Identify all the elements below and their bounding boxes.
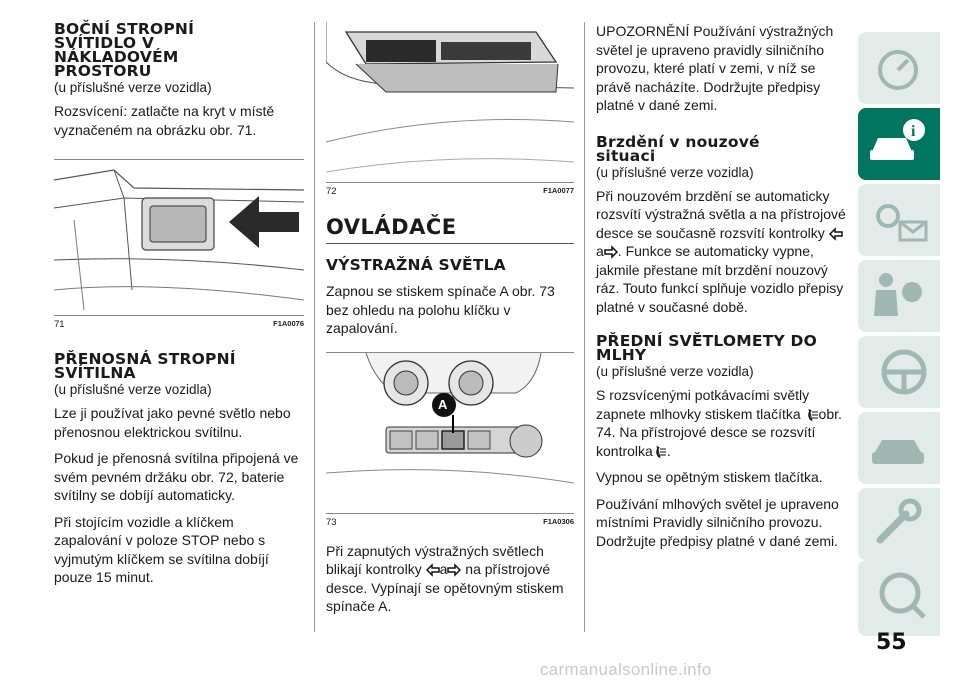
- tab-warning-lights[interactable]: [858, 184, 940, 256]
- chapter-title: OVLÁDAČE: [326, 215, 457, 239]
- figure-71-image: [54, 160, 304, 315]
- figure-72-caption: 72 F1A0077: [326, 186, 574, 197]
- figure-73-caption: 73 F1A0306: [326, 517, 574, 528]
- text-span: a: [596, 243, 604, 259]
- tab-index[interactable]: [858, 560, 940, 626]
- section-title-portable-light: PŘENOSNÁ STROPNÍ SVÍTILNA: [54, 350, 236, 382]
- turn-right-indicator-icon: [604, 245, 618, 259]
- column-divider: [584, 22, 585, 632]
- turn-left-indicator-icon: [425, 563, 440, 577]
- column-1: BOČNÍ STROPNÍ SVÍTIDLO V NÁKLADOVÉM PROS…: [54, 0, 304, 595]
- version-note: (u příslušné verze vozidla): [596, 164, 754, 180]
- text-span: obr. 74. Na přístrojové desce se rozsvít…: [596, 405, 842, 459]
- text-span: Při nouzovém brzdění se automaticky rozs…: [596, 187, 846, 241]
- figure-number: 72: [326, 186, 337, 197]
- figure-73: A: [326, 351, 574, 514]
- figure-number: 73: [326, 516, 337, 528]
- front-fog-light-icon: [656, 445, 666, 458]
- chapter-rule: [326, 243, 574, 244]
- svg-text:i: i: [911, 123, 916, 140]
- tab-emergency[interactable]: [858, 412, 940, 484]
- dashboard-icon: [878, 50, 918, 90]
- alphabetical-index-icon: [879, 572, 926, 619]
- paragraph: Vypnou se opětným stiskem tlačítka.: [596, 469, 823, 485]
- text-span: Při zapnutých výstražných světlech blika…: [326, 542, 544, 578]
- section-title-hazard-lights: VÝSTRAŽNÁ SVĚTLA: [326, 256, 506, 274]
- column-2: 72 F1A0077 OVLÁDAČE VÝSTRAŽNÁ SVĚTLA Zap…: [326, 0, 574, 624]
- tab-starting-driving[interactable]: [858, 336, 940, 408]
- steering-wheel-icon: [881, 349, 927, 395]
- text-span: a: [439, 561, 448, 577]
- paragraph: Při nouzovém brzdění se automaticky rozs…: [596, 187, 846, 317]
- figure-number: 71: [54, 319, 65, 330]
- figure-72: [326, 22, 574, 183]
- airbag-safety-icon: [874, 273, 922, 316]
- paragraph: S rozsvícenými potkávacími světly zapnet…: [596, 386, 846, 460]
- figure-code: F1A0076: [273, 319, 304, 328]
- figure-73-label: A: [438, 396, 448, 412]
- figure-73-image: [326, 352, 574, 513]
- front-fog-light-icon: [807, 408, 818, 421]
- car-breakdown-icon: [872, 440, 924, 464]
- version-note: (u příslušné verze vozidla): [596, 364, 754, 379]
- section-title-fog-lights: PŘEDNÍ SVĚTLOMETY DO MLHY: [596, 332, 817, 364]
- version-note: (u příslušné verze vozidla): [54, 80, 212, 95]
- car-info-icon: i: [870, 119, 925, 160]
- turn-right-indicator-icon: [447, 563, 462, 577]
- paragraph: Pokud je přenosná svítilna připojená ve …: [54, 450, 299, 503]
- text-span: . Funkce se automaticky vypne, jakmile p…: [596, 243, 844, 315]
- figure-72-image: [326, 22, 574, 182]
- text-span: na přístrojové desce. Vypínají se opětov…: [326, 561, 564, 614]
- figure-71: [54, 159, 304, 316]
- wrench-maintenance-icon: [876, 498, 922, 544]
- text-span: .: [666, 442, 671, 459]
- warning-lights-icon: [876, 204, 928, 242]
- column-divider: [314, 22, 315, 632]
- paragraph: Při zapnutých výstražných světlech blika…: [326, 542, 574, 616]
- version-note: (u příslušné verze vozidla): [54, 382, 212, 397]
- figure-code: F1A0077: [543, 186, 574, 195]
- tab-car-info[interactable]: i: [858, 108, 940, 180]
- paragraph: Zapnou se stiskem spínače A obr. 73 bez …: [326, 283, 555, 336]
- watermark: carmanualsonline.info: [540, 660, 712, 679]
- paragraph: Lze ji používat jako pevné světlo nebo p…: [54, 405, 291, 440]
- paragraph: Při stojícím vozidle a klíčkem zapalován…: [54, 513, 269, 586]
- figure-code: F1A0306: [543, 516, 574, 526]
- paragraph: Rozsvícení: zatlačte na kryt v místě vyz…: [54, 103, 275, 138]
- turn-left-indicator-icon: [828, 226, 843, 241]
- page-number: 55: [876, 630, 907, 655]
- section-title-side-light: BOČNÍ STROPNÍ SVÍTIDLO V NÁKLADOVÉM PROS…: [54, 20, 195, 80]
- section-title-emergency-braking: Brzdění v nouzové situaci: [596, 132, 760, 165]
- tab-airbag-safety[interactable]: [858, 260, 940, 332]
- paragraph: Používání mlhových světel je upraveno mí…: [596, 495, 839, 549]
- tab-dashboard[interactable]: [858, 32, 940, 104]
- warning-paragraph: UPOZORNĚNÍ Používání výstražných světel …: [596, 23, 834, 113]
- figure-71-caption: 71 F1A0076: [54, 319, 304, 330]
- column-3: UPOZORNĚNÍ Používání výstražných světel …: [596, 0, 846, 558]
- tab-maintenance[interactable]: [858, 488, 940, 560]
- text-span: S rozsvícenými potkávacími světly zapnet…: [596, 387, 810, 422]
